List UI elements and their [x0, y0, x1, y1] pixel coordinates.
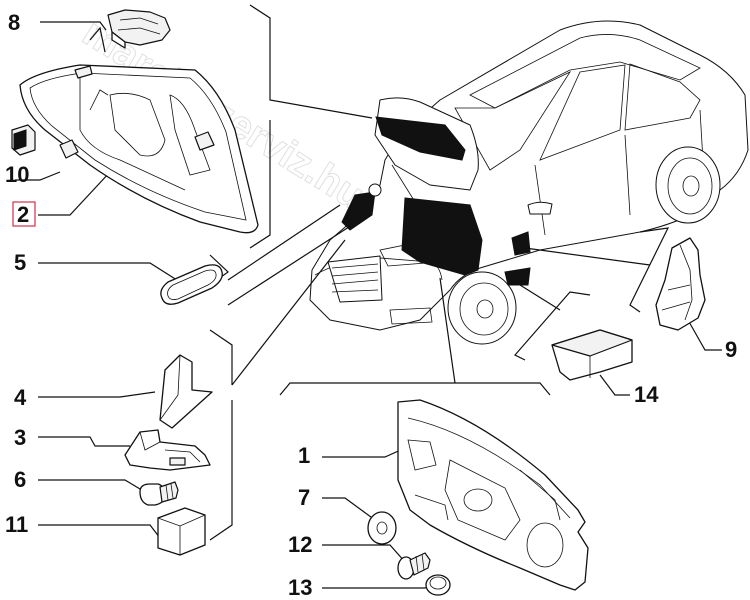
- callout-11[interactable]: 11: [5, 512, 28, 537]
- part-13-drawing: [425, 574, 451, 596]
- callout-6[interactable]: 6: [14, 467, 26, 492]
- callout-3[interactable]: 3: [14, 425, 26, 450]
- part-4-drawing: [159, 354, 213, 429]
- part-1-drawing: [397, 399, 589, 591]
- leader-lines: [15, 4, 722, 589]
- part-6-drawing: [139, 481, 179, 506]
- callout-1[interactable]: 1: [298, 443, 310, 468]
- part-10-drawing: [11, 124, 36, 156]
- callout-7[interactable]: 7: [298, 485, 310, 510]
- car-illustration: [309, 20, 749, 345]
- callouts: 8 10 2 5 4 3 6 11 1 7 12 13 9 14: [5, 10, 737, 600]
- part-3-drawing: [124, 429, 211, 471]
- part-12-drawing: [397, 552, 431, 580]
- callout-2-highlight-box: [12, 201, 36, 227]
- part-11-drawing: [157, 507, 206, 556]
- part-2-drawing: [19, 64, 259, 234]
- callout-14[interactable]: 14: [634, 382, 659, 407]
- part-5-drawing: [160, 264, 223, 305]
- part-9-drawing: [655, 237, 706, 331]
- callout-4[interactable]: 4: [14, 385, 27, 410]
- callout-12[interactable]: 12: [288, 532, 312, 557]
- callout-8[interactable]: 8: [8, 10, 20, 35]
- part-7-drawing: [367, 511, 397, 545]
- callout-10[interactable]: 10: [5, 162, 29, 187]
- part-8-drawing: [107, 9, 171, 49]
- callout-13[interactable]: 13: [288, 575, 312, 600]
- callout-9[interactable]: 9: [725, 337, 737, 362]
- callout-2[interactable]: 2: [17, 202, 29, 227]
- part-14-drawing: [551, 329, 633, 381]
- callout-5[interactable]: 5: [14, 250, 26, 275]
